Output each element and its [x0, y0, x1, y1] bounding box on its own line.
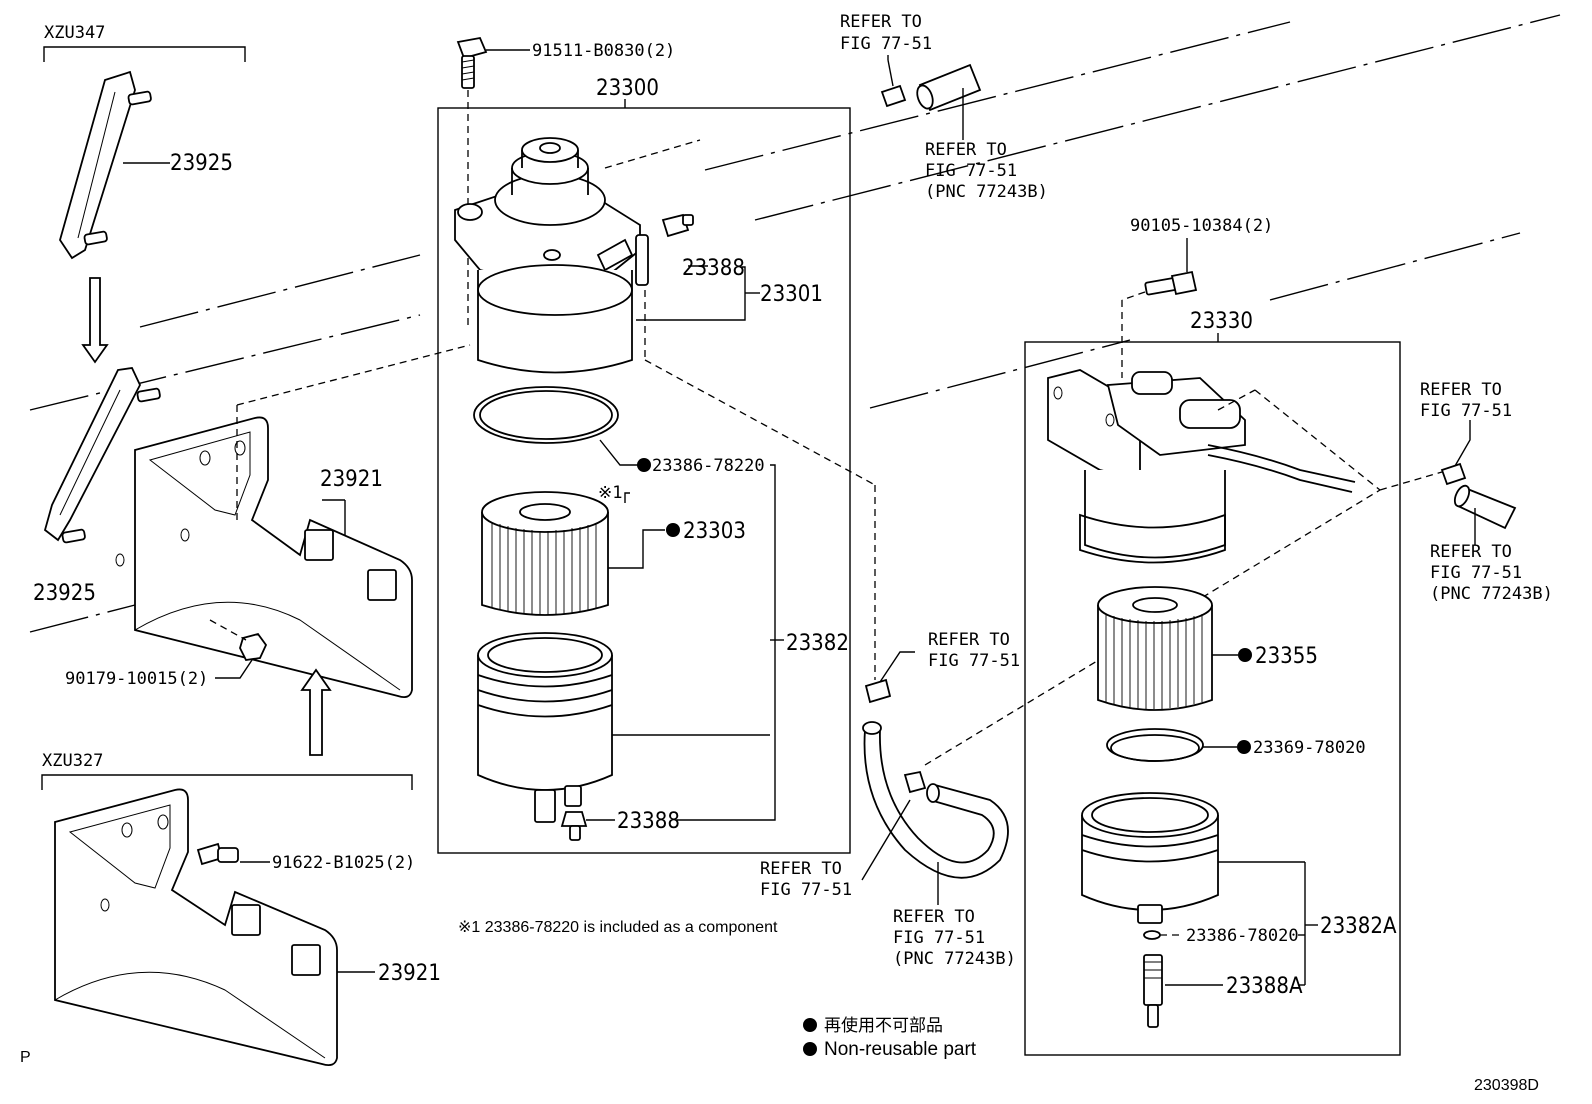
non-reusable-icon [803, 1042, 817, 1056]
filter-element-23303: 23303 ※1 [481, 483, 746, 616]
refer-b-line1: REFER TO [925, 140, 1007, 160]
legend: 再使用不可部品 Non-reusable part [803, 1015, 977, 1060]
filter-head-23301 [454, 137, 876, 680]
plug-23388-bottom: 23388 [560, 809, 680, 841]
bracket-23921-top: 23921 [115, 344, 471, 699]
refer-f-line1: REFER TO [1420, 380, 1502, 400]
refer-b-line3: (PNC 77243B) [925, 182, 1048, 202]
plug-23388a: 23388A [1143, 954, 1305, 1028]
refer-g-line3: (PNC 77243B) [1430, 584, 1553, 604]
bolt-91622: 91622-B1025(2) [196, 842, 415, 873]
filter-assembly-23300: 23300 91511-B0830(2) [437, 36, 876, 854]
label-23925-bottom: 23925 [33, 581, 96, 606]
refer-b-line2: FIG 77-51 [925, 161, 1017, 181]
label-23386-78020: 23386-78020 [1186, 926, 1299, 946]
refer-e-line3: (PNC 77243B) [893, 949, 1016, 969]
stay-23925-top: 23925 [59, 70, 233, 260]
filter-head-23330 [1047, 369, 1381, 564]
label-23355: 23355 [1255, 644, 1318, 669]
label-23300: 23300 [596, 76, 659, 101]
o-ring: 23386-78220 [473, 386, 776, 821]
hose-top: REFER TO FIG 77-51 REFER TO FIG 77-51 (P… [840, 12, 1048, 202]
label-91511: 91511-B0830(2) [532, 41, 675, 61]
label-23921-top: 23921 [320, 467, 383, 492]
hose-bottom: REFER TO FIG 77-51 REFER TO FIG 77-51 RE… [760, 489, 1381, 969]
filter-element-23355: 23355 [1097, 586, 1318, 711]
legend-jp: 再使用不可部品 [824, 1015, 943, 1035]
refer-e-line2: FIG 77-51 [893, 928, 985, 948]
leader-23301: 23301 [636, 266, 823, 321]
fitting-23388-top: 23388 [661, 213, 745, 281]
label-23303: 23303 [683, 519, 746, 544]
chain-lines [29, 14, 1561, 633]
filter-bowl-23382a: 23382A [1081, 792, 1397, 985]
nut-90179: 90179-10015(2) [65, 619, 268, 689]
non-reusable-icon [1237, 740, 1251, 754]
label-23386-78220: 23386-78220 [652, 456, 765, 476]
refer-a-line1: REFER TO [840, 12, 922, 32]
refer-d-line2: FIG 77-51 [760, 880, 852, 900]
label-23330: 23330 [1190, 309, 1253, 334]
xzu327-label: XZU327 [42, 751, 103, 771]
label-23301: 23301 [760, 282, 823, 307]
label-91622: 91622-B1025(2) [272, 853, 415, 873]
label-23382a: 23382A [1320, 914, 1397, 939]
corner-mark: P [20, 1049, 31, 1066]
refer-g-line2: FIG 77-51 [1430, 563, 1522, 583]
footnote: ※1 23386-78220 is included as a componen… [458, 919, 778, 936]
xzu327-group: XZU327 [41, 751, 413, 790]
refer-d-line1: REFER TO [760, 859, 842, 879]
refer-g-line1: REFER TO [1430, 542, 1512, 562]
arrow-up-icon [300, 668, 332, 756]
arrow-down-icon [81, 277, 109, 364]
label-23388a: 23388A [1226, 974, 1303, 999]
non-reusable-icon [803, 1018, 817, 1032]
stay-23925-bottom: 23925 [33, 367, 161, 606]
legend-en: Non-reusable part [824, 1039, 977, 1060]
note-mark: ※1 [598, 483, 622, 503]
non-reusable-icon [637, 458, 651, 472]
refer-f-line2: FIG 77-51 [1420, 401, 1512, 421]
non-reusable-icon [1238, 648, 1252, 662]
label-23369: 23369-78020 [1253, 738, 1366, 758]
bolt-90105: 90105-10384(2) [1121, 216, 1273, 378]
refer-e-line1: REFER TO [893, 907, 975, 927]
footnote-text: ※1 23386-78220 is included as a componen… [458, 919, 778, 936]
filter-assembly-23330: 23330 90105-10384(2) [1024, 216, 1401, 1056]
label-23921-bottom: 23921 [378, 961, 441, 986]
gasket-23386-78020: 23386-78020 [1143, 926, 1305, 946]
hose-right: REFER TO FIG 77-51 REFER TO FIG 77-51 (P… [1379, 380, 1553, 604]
label-90105: 90105-10384(2) [1130, 216, 1273, 236]
non-reusable-icon [666, 523, 680, 537]
label-23925-top: 23925 [170, 151, 233, 176]
refer-c-line2: FIG 77-51 [928, 651, 1020, 671]
refer-c-line1: REFER TO [928, 630, 1010, 650]
label-23388-bottom: 23388 [617, 809, 680, 834]
figure-id: 230398D [1474, 1077, 1539, 1094]
bracket-23921-bottom: 23921 [54, 788, 441, 1067]
ring-23369: 23369-78020 [1106, 728, 1366, 762]
filter-bowl-23382: 23382 [477, 631, 849, 823]
label-23388-top: 23388 [682, 256, 745, 281]
label-23382: 23382 [786, 631, 849, 656]
xzu347-group: XZU347 [43, 23, 246, 62]
xzu347-label: XZU347 [44, 23, 105, 43]
refer-a-line2: FIG 77-51 [840, 34, 932, 54]
label-90179: 90179-10015(2) [65, 669, 208, 689]
